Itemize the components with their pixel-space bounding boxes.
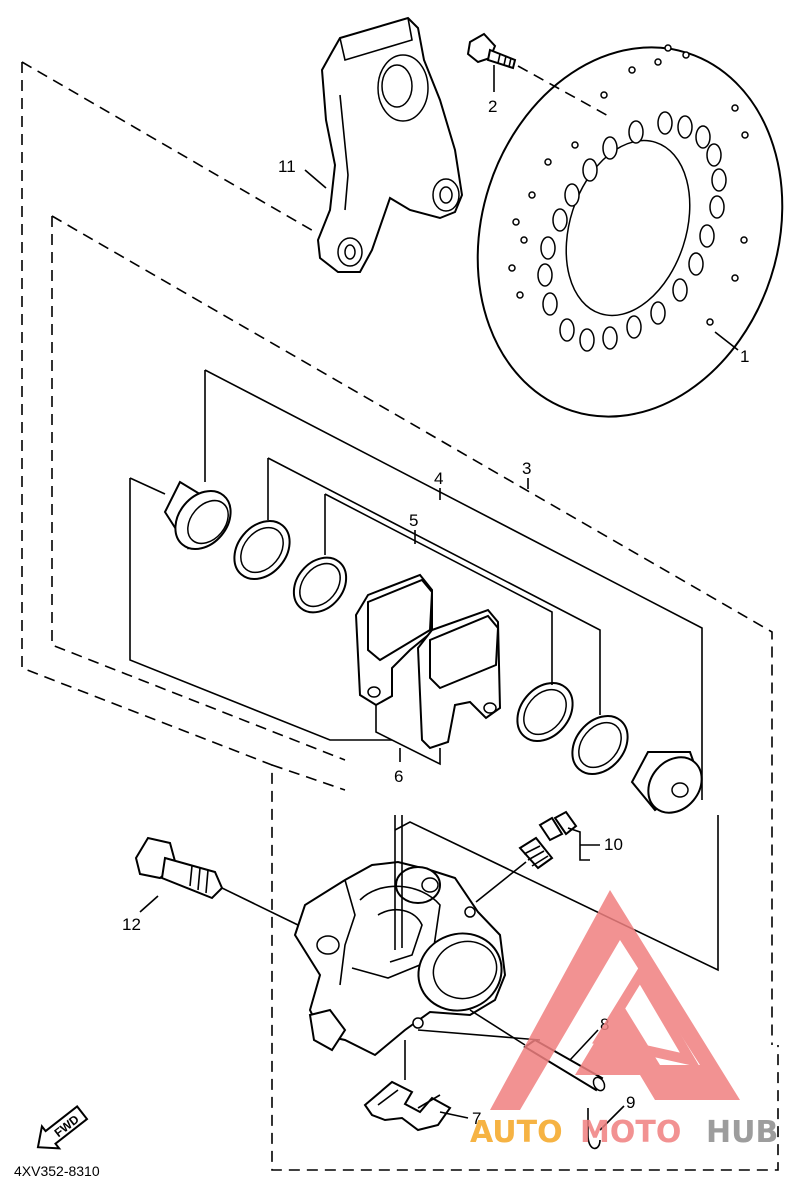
assembly-boundary-inner (51, 215, 773, 1045)
callout-9: 9 (626, 1093, 635, 1112)
watermark-moto: MOTO (580, 1115, 681, 1150)
caliper-piston-upper (163, 480, 232, 550)
callout-11: 11 (278, 157, 296, 176)
callout-7: 7 (472, 1109, 481, 1128)
callout-4: 4 (434, 469, 443, 488)
dust-seal-lower (516, 682, 574, 742)
watermark-hub: HUB (706, 1115, 778, 1150)
callout-3: 3 (522, 459, 531, 478)
bleed-screw (518, 810, 578, 870)
leader-lines (129, 65, 739, 1131)
assembly-boundary-outer (21, 61, 779, 1171)
watermark-logo: AUTO MOTO HUB (470, 890, 778, 1150)
callout-1: 1 (740, 347, 749, 366)
fwd-arrow: FWD (36, 1105, 89, 1150)
pin-clip (587, 1108, 601, 1150)
callout-labels: 1 2 3 4 5 6 7 8 9 10 11 12 (122, 97, 749, 1128)
dust-seal-upper (292, 556, 348, 614)
caliper-body (293, 860, 507, 1057)
piston-seal-lower (571, 715, 629, 775)
caliper-bracket (316, 16, 464, 273)
callout-2: 2 (488, 97, 497, 116)
callout-12: 12 (122, 915, 141, 934)
caliper-piston-lower (630, 751, 703, 814)
diagram-code: 4XV352-8310 (14, 1163, 100, 1179)
disc-holes (508, 44, 749, 352)
brake-pad-rear (416, 608, 502, 750)
watermark-auto: AUTO (470, 1115, 563, 1150)
brake-disc (476, 44, 784, 418)
piston-seal-upper (233, 520, 291, 580)
callout-10: 10 (604, 835, 623, 854)
callout-6: 6 (394, 767, 403, 786)
disc-bolt (466, 32, 517, 70)
pad-spring (363, 1080, 452, 1132)
callout-5: 5 (409, 511, 418, 530)
brake-pad-front (354, 573, 434, 707)
caliper-bolt (134, 836, 224, 900)
watermark-logo-mark (490, 890, 740, 1110)
